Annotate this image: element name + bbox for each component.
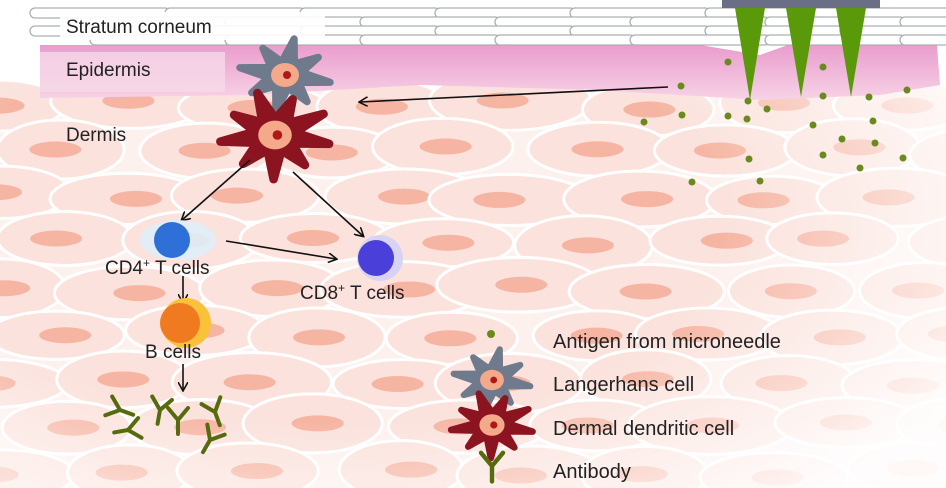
antigen-dot-icon xyxy=(487,330,495,338)
microneedle-patch xyxy=(722,0,880,100)
antigen-dot xyxy=(677,82,685,90)
antibody-icon xyxy=(478,450,506,484)
legend-langerhans-label: Langerhans cell xyxy=(553,374,694,396)
b-cell xyxy=(160,298,211,348)
antigen-dot xyxy=(809,121,817,129)
arrow-dc-to-cd4 xyxy=(182,159,251,220)
antigen-dot xyxy=(756,177,764,185)
microneedle xyxy=(735,8,765,100)
dermal-dendritic-cell xyxy=(216,88,334,184)
antibody xyxy=(201,422,227,455)
antigen-dots xyxy=(640,58,911,186)
legend-antigen-label: Antigen from microneedle xyxy=(553,331,781,353)
antigen-dot xyxy=(724,112,732,120)
antigen-dot xyxy=(865,93,873,101)
antibody xyxy=(150,394,174,426)
antibody xyxy=(166,406,190,436)
epidermis-label: Epidermis xyxy=(66,60,150,81)
corneocyte xyxy=(359,34,501,46)
arrow-antigen-to-langerhans xyxy=(360,86,669,102)
corneum-label-bg xyxy=(60,12,325,40)
antigen-dot xyxy=(869,117,877,125)
antibody xyxy=(478,450,506,484)
arrow-dc-to-cd8 xyxy=(292,171,363,236)
cd4-t-cell xyxy=(140,220,216,260)
antigen-dot xyxy=(640,118,648,126)
corneocyte xyxy=(494,34,636,46)
legend-antibody-label: Antibody xyxy=(553,461,631,483)
dermis-label: Dermis xyxy=(66,125,126,146)
cd4-t-cells-label: CD4+ T cells xyxy=(105,256,210,279)
langerhans-cell xyxy=(236,35,334,115)
antibody xyxy=(199,395,223,428)
cd8-t-cell xyxy=(357,235,403,281)
antigen-dot xyxy=(871,139,879,147)
antigen-dot xyxy=(763,105,771,113)
legend-dendritic-label: Dermal dendritic cell xyxy=(553,418,734,440)
antigen-dot xyxy=(856,164,864,172)
antigen-dot xyxy=(743,115,751,123)
arrows xyxy=(182,86,669,390)
corneocyte xyxy=(764,34,906,46)
langerhans-cell-icon xyxy=(450,346,534,414)
epidermis-label-bg xyxy=(40,52,225,92)
stratum-corneum-label: Stratum corneum xyxy=(66,17,212,38)
corneocyte xyxy=(899,34,946,46)
b-cells-label: B cells xyxy=(145,342,201,363)
antibody xyxy=(103,394,136,418)
antigen-dot xyxy=(744,97,752,105)
microneedle xyxy=(786,8,816,97)
microneedle-backing xyxy=(722,0,880,8)
antigen-dot xyxy=(819,63,827,71)
corneocyte xyxy=(899,16,946,28)
antigen-dot xyxy=(819,151,827,159)
antibody-cluster xyxy=(103,394,227,455)
dermal-dendritic-cell-icon xyxy=(447,390,536,462)
arrow-cd4-to-cd8 xyxy=(225,240,336,259)
legend: Antigen from microneedle Langerhans cell… xyxy=(447,330,781,484)
antigen-dot xyxy=(745,155,753,163)
cd8-t-cells-label: CD8+ T cells xyxy=(300,281,405,304)
microneedle xyxy=(836,8,866,97)
antigen-dot xyxy=(678,111,686,119)
antibody xyxy=(112,416,144,440)
antigen-dot xyxy=(724,58,732,66)
antigen-dot xyxy=(899,154,907,162)
antigen-dot xyxy=(903,86,911,94)
antigen-dot xyxy=(819,92,827,100)
antigen-dot xyxy=(688,178,696,186)
antigen-dot xyxy=(838,135,846,143)
